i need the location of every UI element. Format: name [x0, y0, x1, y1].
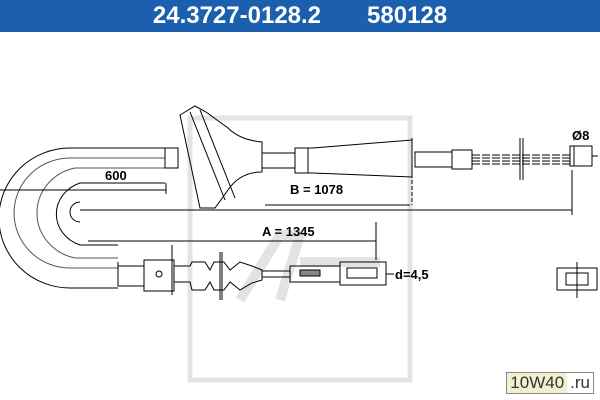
ate-logo-watermark	[187, 115, 413, 383]
end-nipple	[569, 145, 593, 167]
dim-diameter: Ø8	[572, 128, 589, 143]
dim-a: A = 1345	[262, 224, 315, 239]
title-bar: 24.3727-0128.2 580128	[0, 0, 600, 32]
watermark-brand: 10W40	[507, 373, 568, 393]
part-number: 24.3727-0128.2	[152, 2, 322, 29]
lower-fittings	[117, 252, 394, 300]
tube-fitting	[294, 139, 413, 178]
watermark-logo: 10W40 .ru	[506, 372, 594, 394]
cross-section-icon	[556, 262, 598, 298]
upper-sleeve	[164, 147, 179, 169]
cable-sheath-bend	[0, 147, 165, 289]
dim-b: B = 1078	[290, 182, 343, 197]
dim-600: 600	[105, 168, 127, 183]
clip	[519, 138, 524, 180]
reference-number: 580128	[367, 2, 448, 29]
dim-d: d=4,5	[395, 267, 429, 282]
upper-cable	[261, 152, 296, 169]
watermark-domain: .ru	[567, 373, 593, 393]
